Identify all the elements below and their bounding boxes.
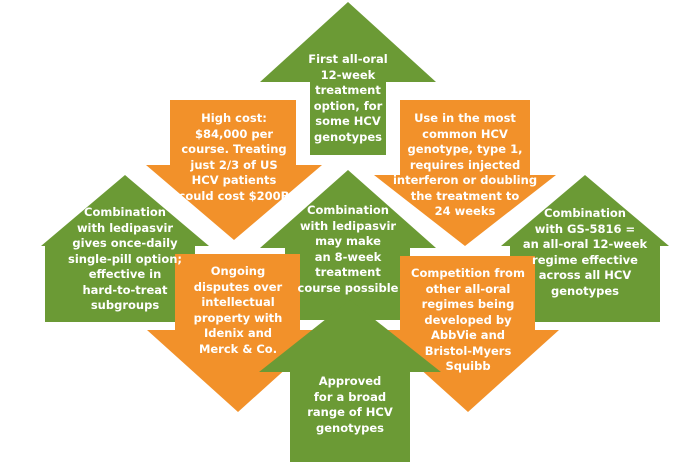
arrow-upper-left-down	[146, 100, 322, 240]
label-left: Combination with ledipasvir gives once-d…	[67, 205, 183, 312]
label-upper-left: High cost: $84,000 per course. Treating …	[178, 111, 290, 203]
arrow-right-up	[501, 175, 669, 322]
label-upper-right: Use in the most common HCV genotype, typ…	[392, 111, 538, 218]
arrow-lower-left-down	[147, 254, 329, 412]
label-right: Combination with GS-5816 = an all-oral 1…	[522, 206, 648, 298]
label-top: First all-oral 12-week treatment option,…	[308, 52, 388, 144]
label-lower-left: Ongoing disputes over intellectual prope…	[193, 264, 283, 356]
arrow-bottom-up	[259, 300, 441, 462]
arrow-left-up	[41, 175, 209, 322]
arrow-upper-right-down	[374, 100, 556, 246]
label-lower-right: Competition from other all-oral regimes …	[411, 266, 525, 373]
label-center: Combination with ledipasvir may make an …	[297, 203, 399, 295]
arrow-lower-right-down	[377, 256, 559, 412]
label-bottom: Approved for a broad range of HCV genoty…	[307, 374, 393, 435]
arrow-center-up	[260, 170, 436, 320]
arrow-top-up	[260, 2, 436, 155]
